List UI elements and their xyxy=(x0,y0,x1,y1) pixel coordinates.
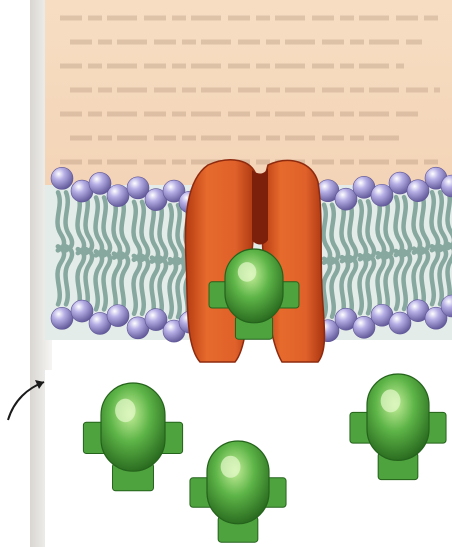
lipid-head xyxy=(107,305,129,327)
lipid-head xyxy=(51,167,73,189)
molecule-body xyxy=(101,383,165,471)
lipid-head xyxy=(407,180,429,202)
molecule-body xyxy=(225,249,283,323)
molecule-body xyxy=(207,441,269,524)
molecule-highlight xyxy=(221,456,241,478)
lipid-head xyxy=(389,312,411,334)
molecule-highlight xyxy=(381,389,401,412)
channel-pore xyxy=(252,168,268,245)
lipid-head xyxy=(107,185,129,207)
lipid-head xyxy=(51,307,73,329)
molecule-body xyxy=(367,374,429,460)
molecule-highlight xyxy=(115,399,135,423)
show-through-text xyxy=(60,18,440,162)
molecule-highlight xyxy=(238,262,257,282)
